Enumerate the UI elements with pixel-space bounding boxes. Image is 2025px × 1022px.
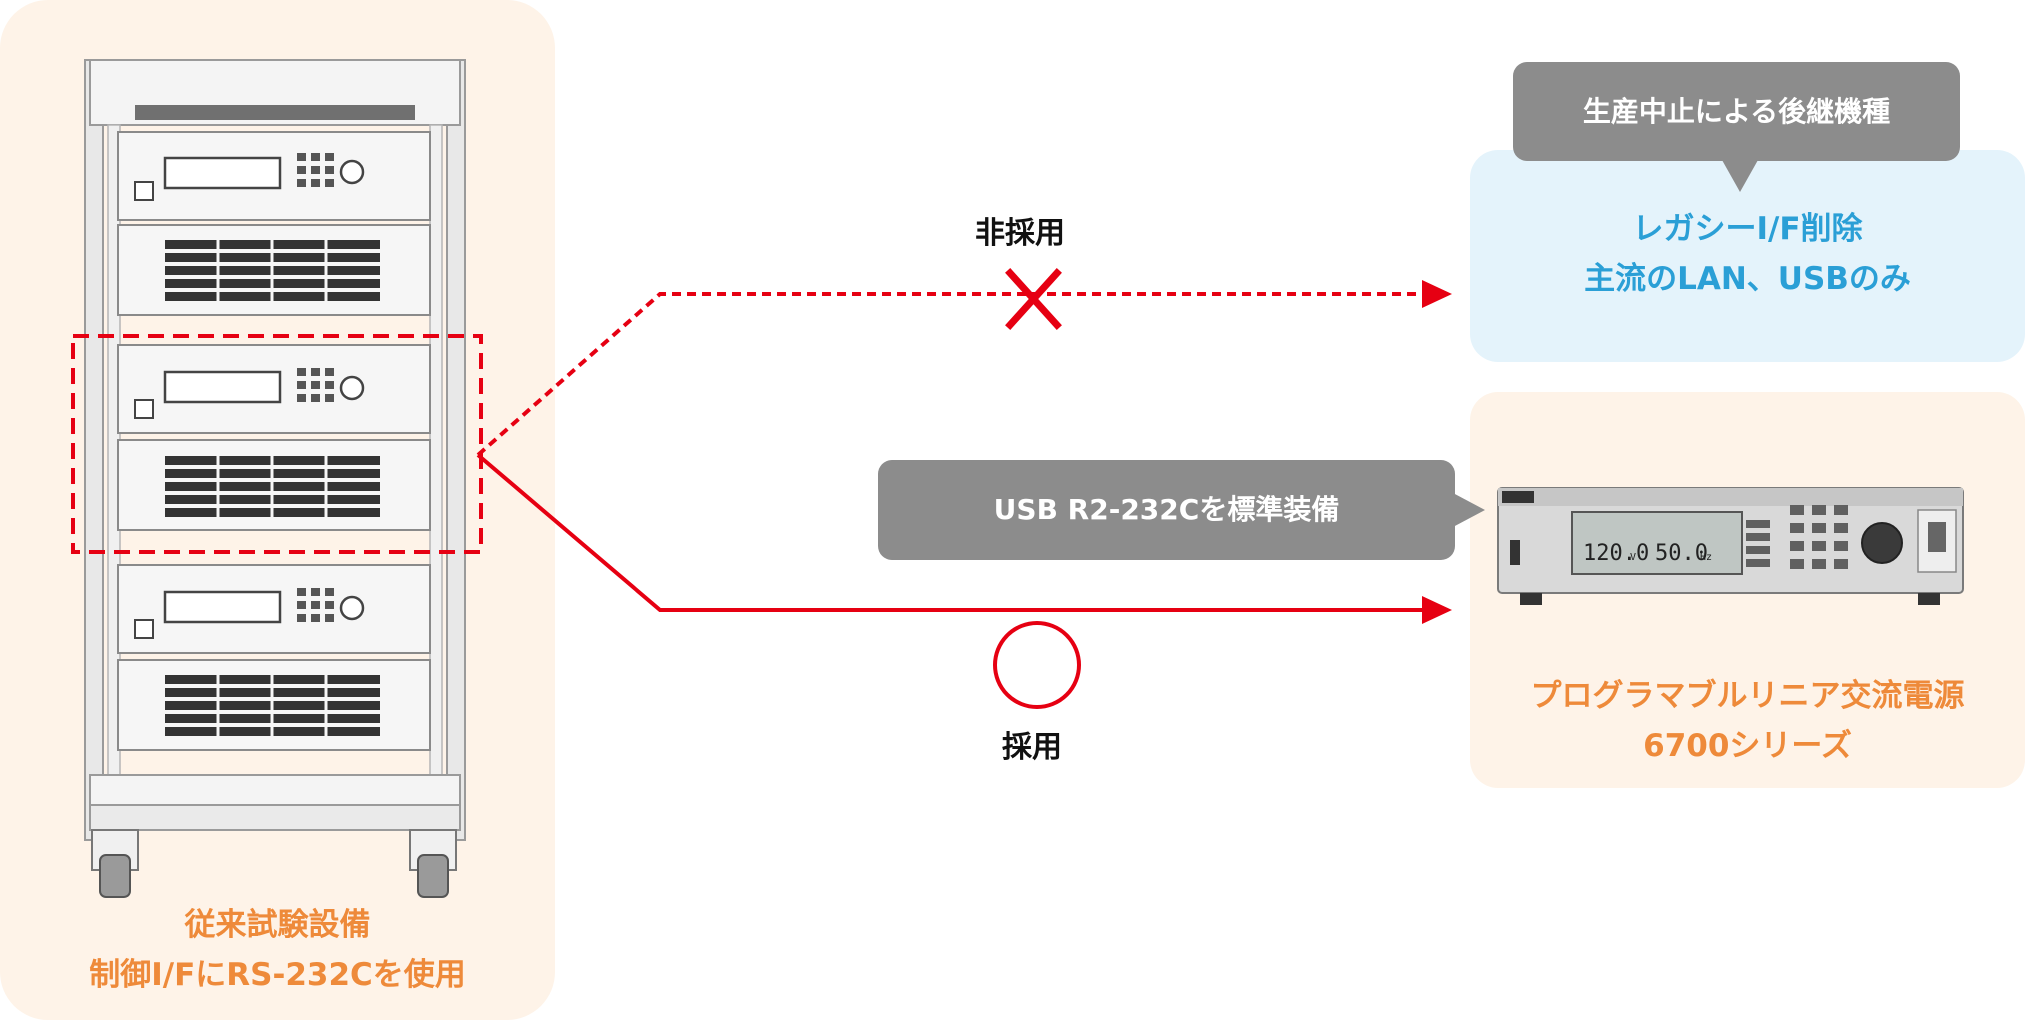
- successor-model-caption: レガシーI/F削除 主流のLAN、USBのみ: [1470, 204, 2025, 304]
- successor-caption-line2: 主流のLAN、USBのみ: [1584, 261, 1911, 297]
- usb-bubble-tail: [1453, 493, 1485, 527]
- discontinued-callout: 生産中止による後継機種: [1513, 62, 1960, 161]
- device-frequency-readout: 50.0: [1655, 541, 1708, 566]
- caster-left: [91, 829, 139, 898]
- new-product-caption-line1: プログラマブルリニア交流電源: [1530, 678, 1965, 714]
- new-product-caption-line2: 6700シリーズ: [1643, 728, 1852, 764]
- successor-caption-line1: レガシーI/F削除: [1632, 211, 1863, 247]
- rack-unit-3: [117, 564, 431, 751]
- legacy-caption-line1: 従来試験設備: [184, 907, 371, 943]
- device-voltage-readout: 120.0: [1583, 541, 1649, 566]
- caster-right: [409, 829, 457, 898]
- legacy-caption-line2: 制御I/FにRS-232Cを使用: [89, 957, 466, 993]
- new-product-caption: プログラマブルリニア交流電源 6700シリーズ: [1470, 671, 2025, 771]
- server-rack-illustration: [84, 59, 466, 898]
- highlight-frame: [71, 334, 483, 554]
- usb-feature-callout: USB R2-232Cを標準装備: [878, 460, 1455, 560]
- adopted-label: 採用: [1002, 730, 1062, 765]
- adopted-circle-mark: [993, 621, 1081, 709]
- legacy-equipment-caption: 従来試験設備 制御I/FにRS-232Cを使用: [0, 900, 555, 1000]
- rejected-path-arrow: [476, 280, 1452, 457]
- adopted-path-arrow: [476, 453, 1452, 624]
- discontinued-bubble-tail: [1722, 160, 1758, 192]
- rejected-x-mark: [1005, 268, 1062, 330]
- rack-unit-1: [117, 131, 431, 316]
- device-frequency-unit: Hz: [1700, 552, 1712, 563]
- rack-unit-2: [117, 344, 431, 531]
- device-voltage-unit: V: [1630, 552, 1636, 563]
- rejected-label: 非採用: [975, 216, 1065, 251]
- discontinued-successor-panel: [1470, 150, 2025, 362]
- ac-power-source-illustration: 120.0 V 50.0 Hz: [1497, 487, 1964, 605]
